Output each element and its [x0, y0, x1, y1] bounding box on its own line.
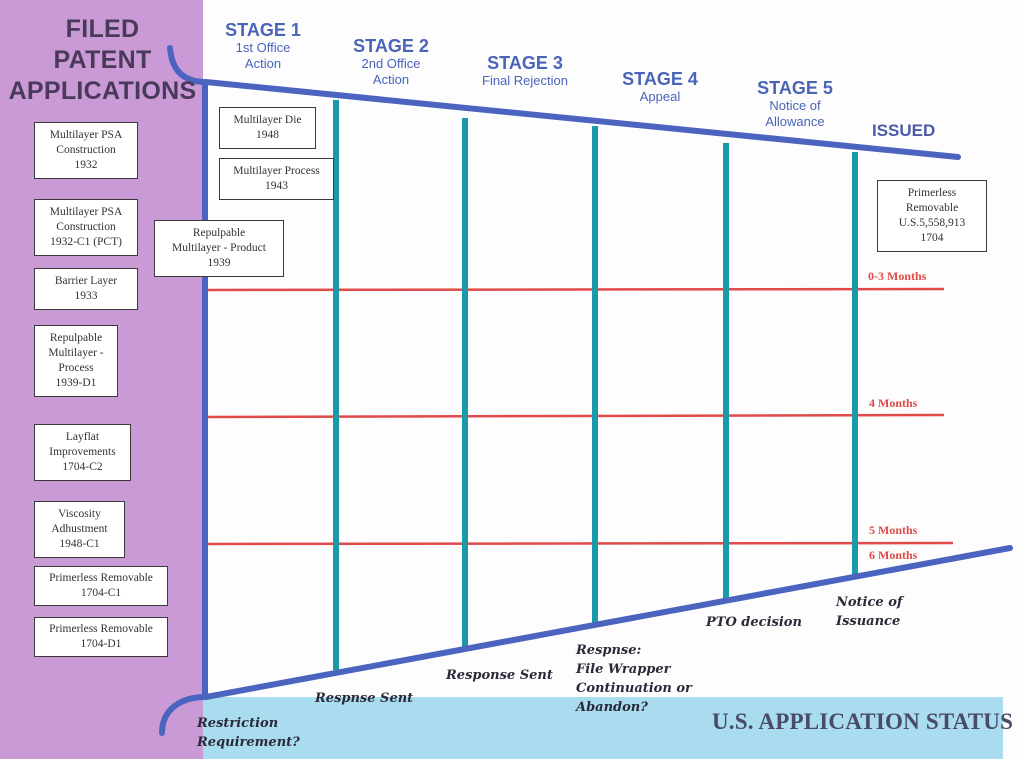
note-issuance: Notice of Issuance	[836, 593, 902, 631]
application-box: Viscosity Adhustment 1948-C1	[34, 501, 125, 558]
stage1-application-box: Repulpable Multilayer - Product 1939	[154, 220, 284, 277]
note-line: File Wrapper	[576, 662, 671, 677]
filed-applications-title: FILED PATENT APPLICATIONS	[0, 14, 205, 107]
month-line-0-3	[203, 287, 945, 292]
application-box: Multilayer PSA Construction 1932	[34, 122, 138, 179]
title-line: APPLICATIONS	[8, 77, 197, 105]
stage-2-header: STAGE 2 2nd Office Action	[336, 36, 446, 88]
application-box: Primerless Removable 1704-C1	[34, 566, 168, 606]
box-line: 1948	[256, 129, 279, 141]
note-line: Requirement?	[197, 735, 300, 750]
box-line: Viscosity	[58, 508, 101, 520]
stage-subtitle: Action	[244, 56, 282, 71]
month-label: 5 Months	[869, 523, 918, 537]
note-response-3: Respnse: File Wrapper Continuation or Ab…	[576, 641, 692, 717]
month-label: 6 Months	[869, 548, 918, 562]
stage-subtitle: Appeal	[639, 89, 681, 104]
footer-status-title: U.S. APPLICATION STATUS	[712, 709, 1014, 734]
note-line: Abandon?	[576, 700, 648, 715]
note-line: Response Sent	[446, 668, 553, 683]
box-line: 1932	[74, 159, 98, 171]
note-line: Restriction	[197, 716, 279, 731]
stage-subtitle: Action	[372, 72, 410, 87]
box-line: 1932-C1 (PCT)	[50, 236, 122, 248]
box-line: 1948-C1	[59, 538, 100, 550]
title-line: FILED	[65, 15, 140, 43]
box-line: Construction	[56, 221, 116, 233]
funnel-bottom-line	[159, 545, 1013, 736]
box-line: 1939	[207, 257, 231, 269]
note-response-1: Respnse Sent	[315, 689, 413, 708]
stage-3-header: STAGE 3 Final Rejection	[465, 53, 585, 89]
stage-title: STAGE 3	[487, 53, 563, 73]
stage-subtitle: Notice of	[769, 98, 821, 113]
application-box: Multilayer PSA Construction 1932-C1 (PCT…	[34, 199, 138, 256]
issued-label: ISSUED	[872, 121, 936, 140]
box-line: Primerless Removable	[49, 623, 153, 635]
box-line: Multilayer PSA	[49, 129, 123, 141]
stage1-application-box: Multilayer Process 1943	[219, 158, 334, 200]
application-box: Primerless Removable 1704-D1	[34, 617, 168, 657]
note-line: Respnse Sent	[315, 691, 414, 706]
application-box: Repulpable Multilayer - Process 1939-D1	[34, 325, 118, 397]
issued-patent-box: Primerless Removable U.S.5,558,913 1704	[877, 180, 987, 252]
box-line: Multilayer -	[48, 347, 104, 359]
stage-title: STAGE 2	[353, 36, 429, 56]
box-line: Multilayer Die	[233, 114, 302, 126]
stage-subtitle: Allowance	[765, 114, 825, 129]
box-line: 1704-D1	[80, 638, 122, 650]
application-box: Barrier Layer 1933	[34, 268, 138, 310]
box-line: 1704-C2	[62, 461, 103, 473]
stage-title: STAGE 4	[622, 69, 698, 89]
box-line: Repulpable	[49, 332, 103, 344]
box-line: 1704-C1	[80, 587, 122, 599]
month-label: 4 Months	[869, 396, 918, 410]
box-line: Layflat	[65, 431, 100, 443]
stage-title: STAGE 5	[757, 78, 833, 98]
box-line: U.S.5,558,913	[898, 217, 966, 229]
box-line: Barrier Layer	[54, 275, 118, 287]
status-band	[203, 697, 1003, 759]
stage-1-header: STAGE 1 1st Office Action	[208, 20, 318, 72]
box-line: Multilayer PSA	[49, 206, 123, 218]
stage1-application-box: Multilayer Die 1948	[219, 107, 316, 149]
application-box: Layflat Improvements 1704-C2	[34, 424, 131, 481]
box-line: Multilayer Process	[233, 165, 320, 177]
box-line: Primerless Removable	[49, 572, 153, 584]
note-pto-decision: PTO decision	[706, 613, 802, 632]
stage-4-header: STAGE 4 Appeal	[605, 69, 715, 105]
box-line: 1704	[920, 232, 944, 244]
stage-subtitle: 1st Office	[235, 40, 291, 55]
note-line: Notice of	[836, 595, 903, 610]
box-line: Construction	[56, 144, 116, 156]
note-line: Issuance	[836, 614, 901, 629]
box-line: 1943	[265, 180, 288, 192]
stage-subtitle: 2nd Office	[361, 56, 421, 71]
stage-5-header: STAGE 5 Notice of Allowance	[740, 78, 850, 130]
note-line: Respnse:	[576, 643, 642, 658]
box-line: Primerless	[907, 187, 957, 199]
box-line: Repulpable	[192, 227, 246, 239]
box-line: Multilayer - Product	[172, 242, 266, 254]
month-line-4	[203, 413, 945, 419]
month-label: 0-3 Months	[868, 269, 927, 283]
box-line: Adhustment	[51, 523, 108, 535]
box-line: 1933	[74, 290, 98, 302]
box-line: Removable	[905, 202, 959, 214]
stage-title: STAGE 1	[225, 20, 301, 40]
title-line: PATENT	[53, 46, 152, 74]
note-response-2: Response Sent	[446, 666, 553, 685]
note-line: PTO decision	[706, 615, 802, 630]
stage-subtitle: Final Rejection	[482, 73, 568, 88]
funnel-top-line	[167, 45, 961, 160]
box-line: 1939-D1	[55, 377, 97, 389]
note-line: Continuation or	[576, 681, 692, 696]
box-line: Improvements	[49, 446, 116, 458]
note-restriction: Restriction Requirement?	[197, 714, 300, 752]
month-line-5	[203, 541, 954, 546]
box-line: Process	[58, 362, 94, 374]
